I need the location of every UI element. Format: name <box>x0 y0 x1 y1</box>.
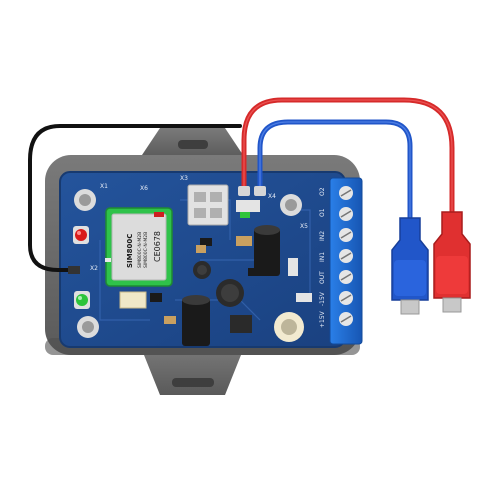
capacitor-round <box>216 279 244 307</box>
enclosure-bottom-slot <box>172 378 214 387</box>
terminal-label: OUT <box>319 271 326 284</box>
wire-entry-pads <box>238 186 266 196</box>
inductor-1 <box>254 225 280 276</box>
silk-x1: X1 <box>100 183 108 190</box>
silk-x4: X4 <box>268 193 276 200</box>
led-red <box>73 226 89 244</box>
terminal-label: O2 <box>319 187 326 196</box>
terminal-label: -15V <box>319 291 326 306</box>
enclosure-bottom-tab <box>140 345 245 395</box>
module-line2: SIM800C-N-M2B <box>143 232 149 268</box>
mounting-holes <box>74 189 304 342</box>
smd-components <box>105 200 312 333</box>
gsm-module: SIM800C SIM800C-N-M2B SIM800C-N-M2B CE06… <box>105 207 173 287</box>
wire-black <box>28 124 242 274</box>
enclosure-top-slot <box>178 140 208 149</box>
capacitor-small <box>193 261 211 279</box>
header-connector <box>187 184 229 226</box>
silk-x6: X6 <box>140 185 148 192</box>
terminal-label: IN1 <box>319 252 326 262</box>
module-ce-mark: CE0678 <box>153 231 162 262</box>
wire-red <box>241 97 455 218</box>
terminal-block: O2 O1 IN2 IN1 OUT -15V +15V <box>319 177 363 345</box>
red-spade-connector <box>433 211 471 313</box>
terminal-label: O1 <box>319 208 326 217</box>
terminal-label: IN2 <box>319 231 326 241</box>
blue-spade-connector <box>391 217 429 315</box>
module-shield <box>111 213 167 281</box>
silk-x5: X5 <box>300 223 308 230</box>
silkscreen-labels: X1 X2 X3 X4 X5 X6 <box>90 175 308 272</box>
terminal-screws <box>339 186 353 326</box>
inductor-2 <box>182 295 210 346</box>
terminal-label-group: O2 O1 IN2 IN1 OUT -15V +15V <box>319 187 326 328</box>
silk-x3: X3 <box>180 175 188 182</box>
terminal-label: +15V <box>319 310 326 328</box>
module-brand: SIM800C <box>126 234 134 268</box>
led-green <box>74 291 90 309</box>
silk-x2: X2 <box>90 265 98 272</box>
wire-blue <box>257 119 413 223</box>
module-line1: SIM800C-N-M2B <box>137 232 143 268</box>
